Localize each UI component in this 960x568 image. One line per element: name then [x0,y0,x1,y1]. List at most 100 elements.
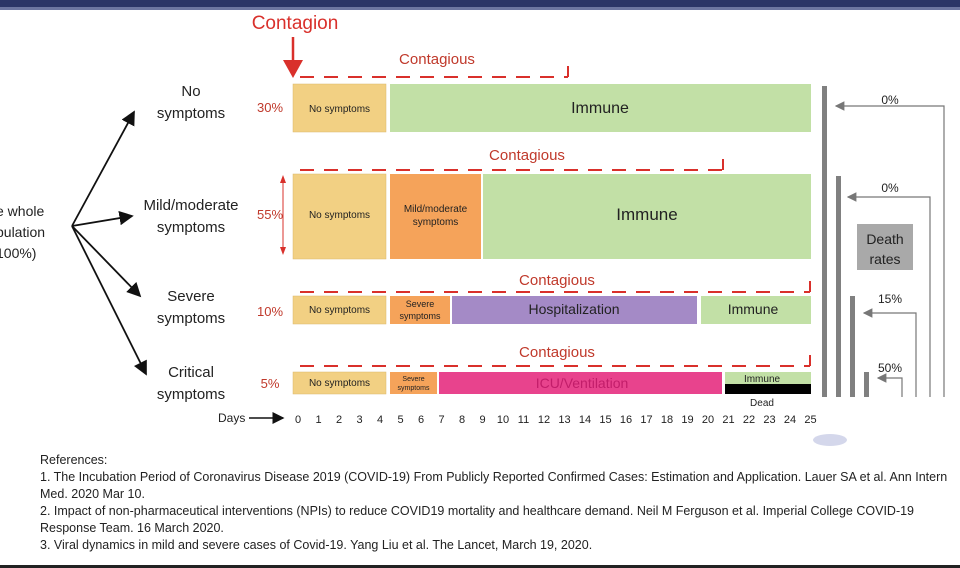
contagion-label: Contagion [252,13,339,34]
day-tick-label: 3 [356,414,362,426]
segment-label: No symptoms [309,305,370,316]
death-rates-box: Death rates [857,224,913,270]
day-tick-label: 23 [763,414,775,426]
category-label-mild-moderate: Mild/moderate symptoms [143,197,238,236]
timeline-row-no-symptoms: No symptoms Immune [292,83,811,133]
segment-immune [701,296,811,324]
day-tick-label: 9 [479,414,485,426]
segment-label: Immune [616,205,677,224]
segment-label: Mild/moderate [404,204,468,215]
top-border-accent [0,7,960,10]
day-tick-label: 14 [579,414,591,426]
death-bar-no-symptoms [822,86,827,397]
svg-text:Critical: Critical [168,364,214,381]
reference-item: 1. The Incubation Period of Coronavirus … [40,470,948,501]
segment-severe-symptoms [390,372,437,394]
day-tick-label: 22 [743,414,755,426]
day-tick-label: 19 [681,414,693,426]
timeline-row-critical: No symptoms Severe symptoms ICU/Ventilat… [292,371,811,409]
references-title: References: [40,453,108,467]
range-arrow-mild [280,175,286,255]
svg-text:Death: Death [866,231,903,247]
svg-text:pulation: pulation [0,224,45,240]
svg-text:Mild/moderate: Mild/moderate [143,197,238,214]
day-tick-label: 0 [295,414,301,426]
contagious-label-row4: Contagious [519,344,595,361]
segment-immune [725,372,811,384]
reference-item: 2. Impact of non-pharmaceutical interven… [40,504,915,535]
death-bar-critical [864,372,869,397]
svg-text:rates: rates [869,251,900,267]
day-tick-label: 25 [804,414,816,426]
day-tick-label: 1 [315,414,321,426]
segment-label: No symptoms [309,378,370,389]
svg-text:symptoms: symptoms [157,386,225,403]
segment-label: Immune [744,374,781,385]
segment-label: Immune [728,301,779,317]
timeline-row-severe: No symptoms Severe symptoms Hospitalizat… [292,295,811,325]
days-label: Days [218,411,245,425]
category-label-no-symptoms: No symptoms [157,83,225,122]
percent-no-symptoms: 30% [257,100,283,115]
day-tick-label: 12 [538,414,550,426]
svg-text:Severe: Severe [167,288,215,305]
day-tick-label: 11 [518,414,529,426]
death-bar-severe [850,296,855,397]
segment-severe-symptoms [390,296,450,324]
segment-immune [483,174,811,259]
death-rate-lines [834,101,945,397]
covid-progression-diagram: Contagion e whole pulation 100%) No symp… [0,13,945,446]
day-tick-label: 16 [620,414,632,426]
timeline-row-mild-moderate: No symptoms Mild/moderate symptoms Immun… [292,173,811,260]
references-section: References: 1. The Incubation Period of … [40,452,955,554]
contagious-dash-lines [300,66,811,367]
segment-dead [725,384,811,394]
contagion-arrow [283,37,303,78]
death-bar-mild [836,176,841,397]
segment-label: No symptoms [309,210,370,221]
svg-text:symptoms: symptoms [157,310,225,327]
day-tick-label: 2 [336,414,342,426]
segment-no-symptoms [292,371,387,395]
svg-text:No: No [181,83,200,100]
day-tick-label: 13 [558,414,570,426]
contagious-label-row2: Contagious [489,147,565,164]
svg-text:symptoms: symptoms [157,105,225,122]
day-tick-label: 24 [784,414,796,426]
day-tick-label: 18 [661,414,673,426]
day-tick-label: 10 [497,414,509,426]
segment-no-symptoms [292,83,387,133]
death-rate-bars [822,86,869,397]
percent-mild-moderate: 55% [257,207,283,222]
reference-item: 3. Viral dynamics in mild and severe cas… [40,538,593,552]
contagious-label-row1: Contagious [399,51,475,68]
day-tick-label: 20 [702,414,714,426]
segment-label: symptoms [399,311,441,321]
svg-text:100%): 100%) [0,245,36,261]
segment-label: Severe [406,299,435,309]
segment-label: symptoms [413,217,459,228]
percent-severe: 10% [257,304,283,319]
segment-label: Hospitalization [528,301,619,317]
death-rate-value: 15% [878,292,902,306]
segment-label: Immune [571,100,629,117]
svg-text:e whole: e whole [0,203,44,219]
death-rate-value: 0% [881,93,899,107]
percent-critical: 5% [261,376,280,391]
day-tick-label: 6 [418,414,424,426]
top-border [0,0,960,7]
segment-label: ICU/Ventilation [536,375,629,391]
segment-no-symptoms [292,173,387,260]
dead-label: Dead [750,398,774,409]
segment-immune [390,84,811,132]
day-tick-label: 8 [459,414,465,426]
day-tick-label: 5 [397,414,403,426]
day-tick-label: 15 [599,414,611,426]
day-tick-label: 21 [722,414,734,426]
population-label: e whole pulation 100%) [0,203,45,261]
death-rate-value: 50% [878,361,902,375]
death-rate-value: 0% [881,181,899,195]
svg-text:symptoms: symptoms [157,219,225,236]
